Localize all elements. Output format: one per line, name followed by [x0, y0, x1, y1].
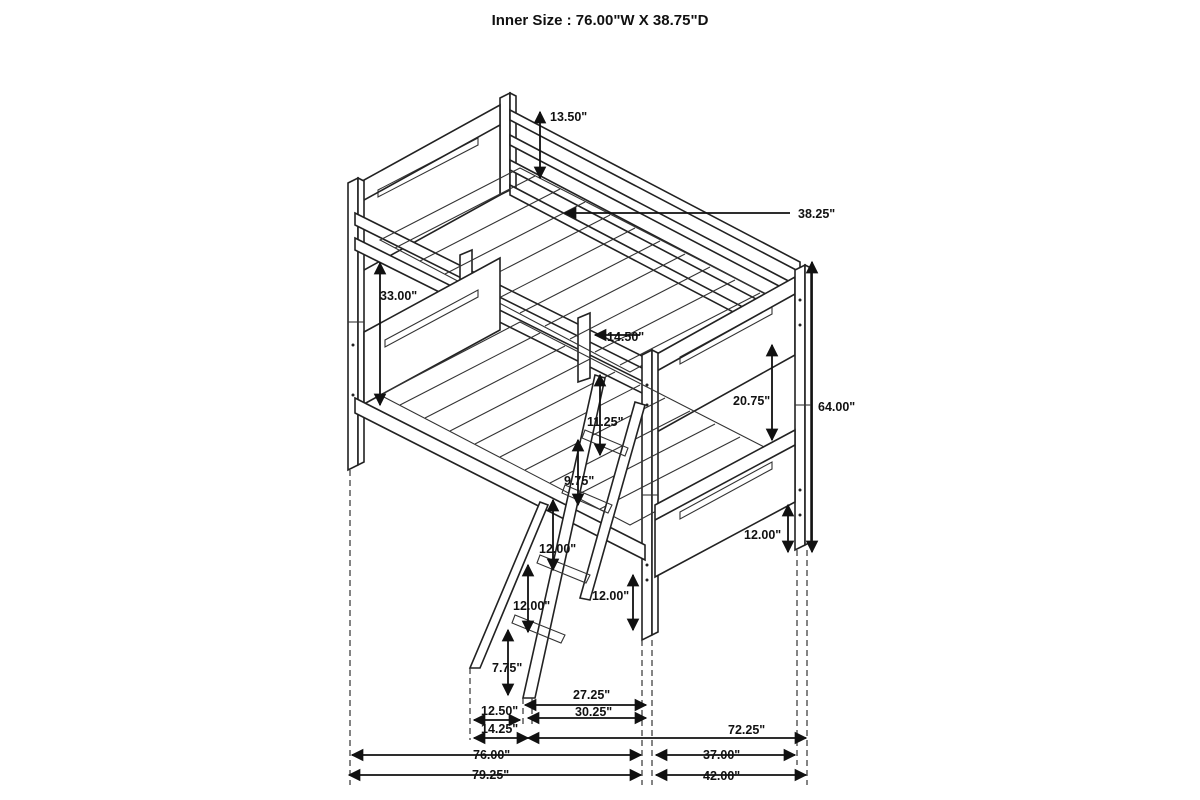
right-bottom-footboard: [654, 428, 796, 579]
dimension-labels: 13.50" 38.25" 33.00" 14.50" 20.75" 64.00…: [380, 110, 855, 783]
label-ladder-width-outer: 30.25": [575, 705, 612, 719]
top-bunk-slats: [378, 167, 772, 373]
label-overall-depth: 42.00": [703, 769, 740, 783]
label-overall-length: 79.25": [472, 768, 509, 782]
label-ladder-rung-spacing-1: 12.00": [539, 542, 576, 556]
front-right-post: [641, 348, 659, 642]
label-ladder-rung-spacing-2: 12.00": [513, 599, 550, 613]
label-overall-height: 64.00": [818, 400, 855, 414]
label-headboard-upper-height: 20.75": [733, 394, 770, 408]
front-left-post: [347, 176, 365, 472]
label-inner-depth: 37.00": [703, 748, 740, 762]
label-inner-width: 38.25": [798, 207, 835, 221]
label-ladder-depth: 14.25": [481, 722, 518, 736]
label-guard-rail-height: 13.50": [550, 110, 587, 124]
bunk-bed-drawing: [347, 91, 812, 699]
label-ladder-rung-second: 9.75": [564, 474, 594, 488]
label-ladder-top-offset: 14.50": [607, 330, 644, 344]
dimension-arrows: [347, 110, 819, 782]
label-inner-length: 76.00": [473, 748, 510, 762]
label-ladder-rung-top: 11.25": [587, 415, 624, 429]
label-clearance-between-bunks: 33.00": [380, 289, 417, 303]
label-ladder-bottom-rung: 7.75": [492, 661, 522, 675]
label-ladder-base-offset: 12.50": [481, 704, 518, 718]
diagram-title: Inner Size : 76.00"W X 38.75"D: [491, 12, 709, 29]
back-right-post: [794, 263, 812, 552]
label-bottom-clearance-front: 12.00": [592, 589, 629, 603]
ladder: [468, 373, 646, 699]
label-footprint-depth-ladder: 72.25": [728, 723, 765, 737]
label-ladder-width-inner: 27.25": [573, 688, 610, 702]
label-bottom-clearance-side: 12.00": [744, 528, 781, 542]
